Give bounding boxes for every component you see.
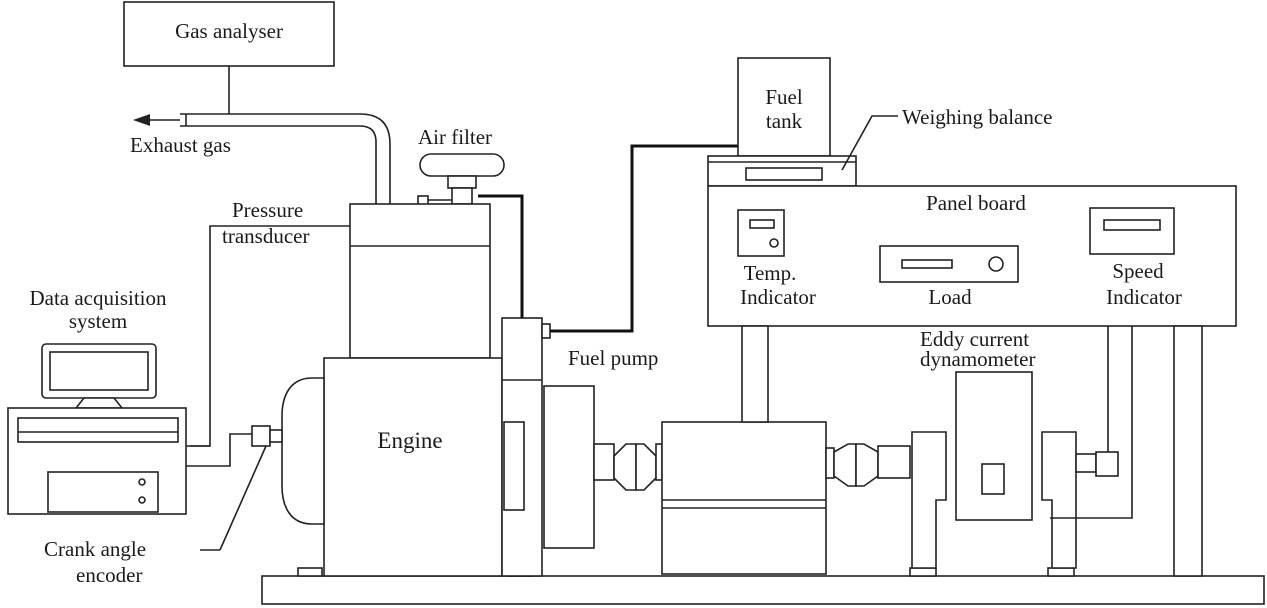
- dynamometer-coupling: [825, 443, 911, 487]
- exhaust-gas-label: Exhaust gas: [130, 133, 231, 157]
- speed-indicator: Speed Indicator: [1089, 207, 1182, 309]
- temp-indicator-label-1: Temp.: [744, 261, 797, 285]
- speed-indicator-label-2: Indicator: [1106, 285, 1182, 309]
- base-plate: [261, 567, 1265, 605]
- gas-analyser: Gas analyser: [123, 1, 335, 114]
- air-filter-label: Air filter: [418, 125, 492, 149]
- drive-unit: [661, 421, 827, 575]
- eddy-current-dynamometer: Eddy current dynamometer: [911, 327, 1119, 569]
- weighing-balance-label: Weighing balance: [902, 105, 1053, 129]
- exhaust-arrowhead: [133, 114, 150, 126]
- pressure-transducer-label-1: Pressure: [232, 198, 303, 222]
- weighing-balance: Weighing balance: [707, 105, 1053, 187]
- exhaust-pipe: Exhaust gas: [130, 113, 391, 204]
- temp-indicator: Temp. Indicator: [737, 209, 816, 309]
- panel-board: Panel board Temp. Indicator Load Speed I…: [707, 185, 1237, 327]
- fuel-tank-label-2: tank: [766, 109, 803, 133]
- fuel-line-tank: [550, 144, 738, 333]
- pressure-transducer-label-2: transducer: [222, 224, 309, 248]
- crank-angle-label-2: encoder: [76, 563, 142, 587]
- flywheel: [543, 385, 663, 549]
- panel-board-label: Panel board: [926, 191, 1026, 215]
- temp-indicator-label-2: Indicator: [740, 285, 816, 309]
- eddy-current-label-2: dynamometer: [920, 347, 1035, 371]
- daq-label-2: system: [69, 309, 127, 333]
- crank-angle-label-1: Crank angle: [44, 537, 146, 561]
- load-control-wire: [1050, 326, 1133, 519]
- load-label: Load: [928, 285, 972, 309]
- fuel-tank-label-1: Fuel: [765, 85, 803, 109]
- gas-analyser-label: Gas analyser: [175, 19, 283, 43]
- data-acquisition-system: Data acquisition system: [7, 286, 210, 515]
- fuel-pump-label: Fuel pump: [568, 346, 658, 370]
- fuel-line-injector: [478, 194, 524, 318]
- load-indicator: Load: [879, 245, 1019, 309]
- fuel-pump: Fuel pump: [541, 323, 658, 370]
- engine-cylinder: [349, 203, 491, 359]
- crank-angle-encoder: Crank angle encoder: [44, 425, 283, 587]
- engine-block: Engine: [281, 317, 543, 577]
- eddy-current-label-1: Eddy current: [920, 327, 1029, 351]
- speed-indicator-label-1: Speed: [1112, 259, 1164, 283]
- fuel-tank: Fuel tank: [737, 57, 831, 157]
- daq-label-1: Data acquisition: [29, 286, 167, 310]
- air-filter: Air filter: [417, 125, 505, 207]
- engine-label: Engine: [377, 428, 442, 453]
- panel-supports: [741, 325, 1203, 577]
